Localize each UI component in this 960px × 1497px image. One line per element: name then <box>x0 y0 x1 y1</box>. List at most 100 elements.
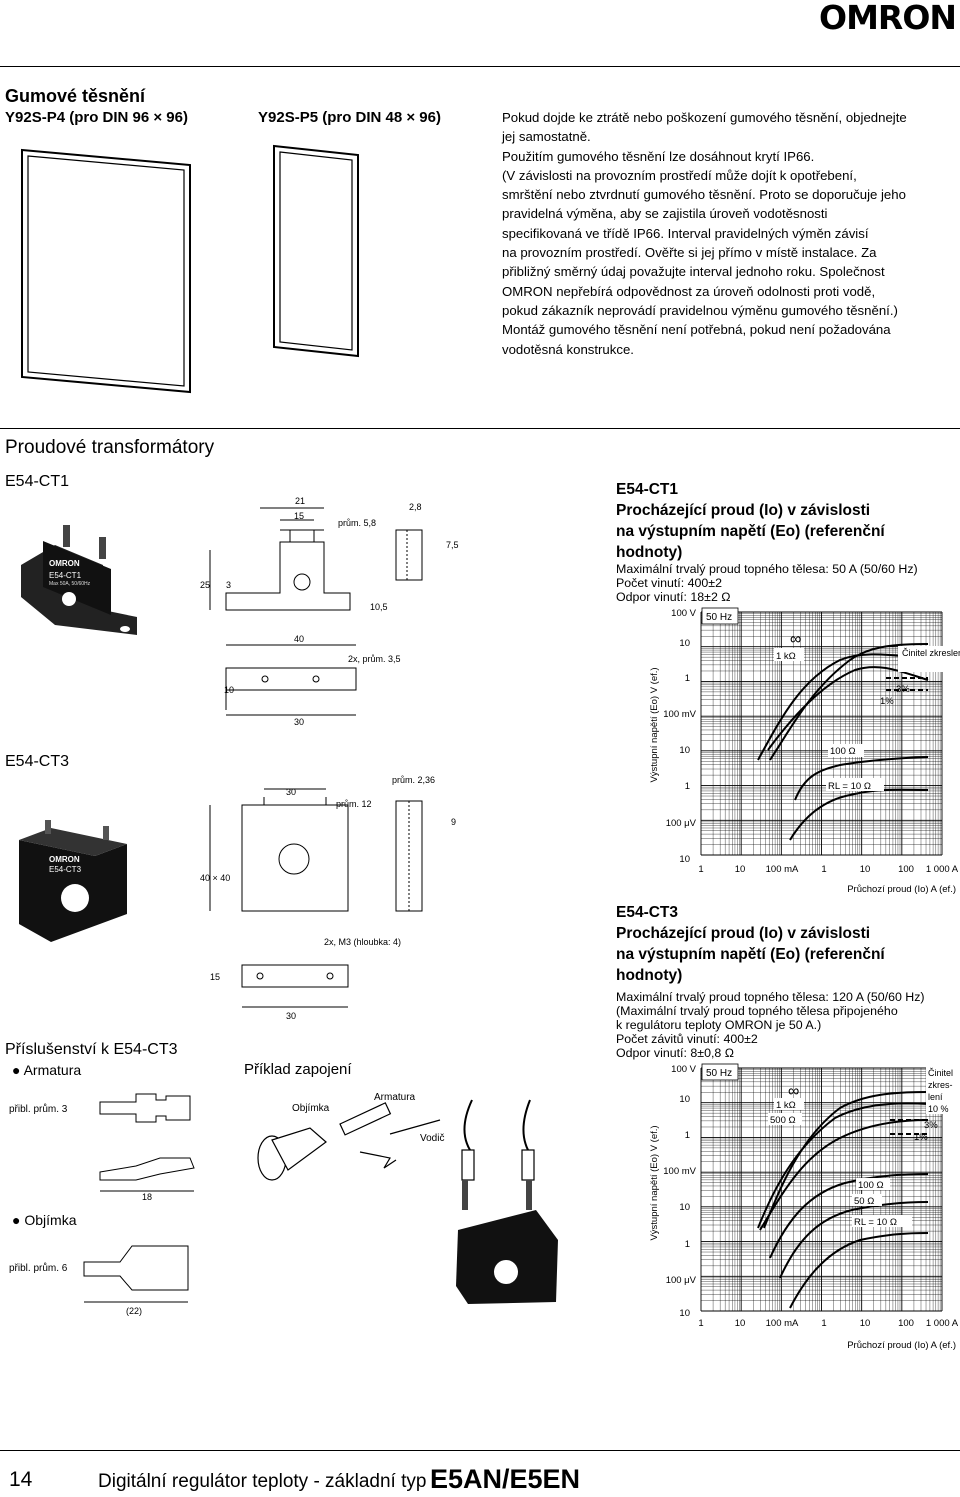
svg-text:100 μV: 100 μV <box>666 818 697 829</box>
gasket-drawings <box>21 144 359 394</box>
graph1-chart: Výstupní napětí (Eo) V (ef.) 100 V 10 1 … <box>649 607 960 895</box>
ct-divider <box>0 428 960 429</box>
svg-text:(22): (22) <box>126 1306 142 1316</box>
svg-text:100 V: 100 V <box>671 608 696 619</box>
svg-text:10: 10 <box>679 1202 690 1213</box>
svg-text:1: 1 <box>821 1318 826 1329</box>
svg-text:100 mA: 100 mA <box>766 1318 799 1329</box>
svg-text:10: 10 <box>679 854 690 865</box>
svg-text:OMRON: OMRON <box>49 559 80 568</box>
graph2-specs: Maximální trvalý proud topného tělesa: 1… <box>616 990 925 1060</box>
omron-logo: OMRON <box>819 0 957 37</box>
svg-text:15: 15 <box>210 972 220 982</box>
svg-text:30: 30 <box>286 1011 296 1021</box>
objimka-dia: přibl. prům. 6 <box>9 1263 68 1274</box>
svg-text:prům. 2,36: prům. 2,36 <box>392 775 435 785</box>
graph2-chart: Výstupní napětí (Eo) V (ef.) 100 V 10 1 … <box>649 1063 960 1351</box>
svg-text:∞: ∞ <box>788 1083 799 1100</box>
ct-title: Proudové transformátory <box>5 437 215 458</box>
svg-text:∞: ∞ <box>790 631 801 648</box>
svg-text:10: 10 <box>735 1318 746 1329</box>
accessories-title: Příslušenství k E54-CT3 <box>5 1041 178 1058</box>
top-divider <box>0 66 960 67</box>
wiring-title: Příklad zapojení <box>244 1061 352 1078</box>
svg-text:1: 1 <box>685 673 690 684</box>
gasket-paragraph: Pokud dojde ke ztrátě nebo poškození gum… <box>502 110 907 357</box>
svg-text:50 Hz: 50 Hz <box>706 1068 732 1079</box>
svg-text:15: 15 <box>294 511 304 521</box>
gasket-p5-label: Y92S-P5 (pro DIN 48 × 96) <box>258 109 441 126</box>
wiring-objimka-label: Objímka <box>292 1103 330 1114</box>
svg-text:RL = 10 Ω: RL = 10 Ω <box>854 1217 897 1228</box>
svg-text:Výstupní napětí (Eo) V (ef.): Výstupní napětí (Eo) V (ef.) <box>649 667 660 782</box>
svg-text:Činitel zkreslení 10 %: Činitel zkreslení 10 % <box>902 648 960 658</box>
svg-text:100: 100 <box>898 864 914 875</box>
armatura-drawing: 18 <box>99 1093 195 1202</box>
svg-text:1: 1 <box>698 864 703 875</box>
ct1-label: E54-CT1 <box>5 473 70 490</box>
svg-text:1 kΩ: 1 kΩ <box>776 1100 796 1111</box>
svg-text:21: 21 <box>295 496 305 506</box>
graph1-specs: Maximální trvalý proud topného tělesa: 5… <box>616 562 918 604</box>
ct1-product-image: OMRON E54-CT1 Max 50A, 50/60Hz <box>21 525 137 635</box>
svg-text:10 %: 10 % <box>928 1104 949 1114</box>
svg-text:RL = 10 Ω: RL = 10 Ω <box>828 781 871 792</box>
svg-text:100 μV: 100 μV <box>666 1275 697 1286</box>
svg-text:10: 10 <box>679 745 690 756</box>
footer-divider <box>0 1450 960 1451</box>
footer-text: Digitální regulátor teploty - základní t… <box>98 1471 427 1492</box>
svg-text:10: 10 <box>735 864 746 875</box>
svg-text:100: 100 <box>898 1318 914 1329</box>
svg-text:500 Ω: 500 Ω <box>770 1115 796 1126</box>
svg-text:100 mA: 100 mA <box>766 864 799 875</box>
armatura-dia: přibl. prům. 3 <box>9 1104 68 1115</box>
svg-text:3: 3 <box>226 580 231 590</box>
svg-text:prům. 12: prům. 12 <box>336 799 372 809</box>
svg-text:lení: lení <box>928 1092 943 1102</box>
svg-text:1: 1 <box>685 1130 690 1141</box>
objimka-bullet: ● Objímka <box>12 1212 77 1228</box>
svg-text:40 × 40: 40 × 40 <box>200 873 230 883</box>
svg-text:1 kΩ: 1 kΩ <box>776 651 796 662</box>
wiring-vodic-label: Vodič <box>420 1133 445 1144</box>
svg-text:50 Hz: 50 Hz <box>706 612 732 623</box>
svg-text:3%: 3% <box>896 684 910 695</box>
svg-text:100 mV: 100 mV <box>663 709 696 720</box>
svg-text:2,8: 2,8 <box>409 502 422 512</box>
svg-text:10: 10 <box>679 1094 690 1105</box>
armatura-bullet: ● Armatura <box>12 1062 82 1078</box>
page-number: 14 <box>9 1468 33 1491</box>
wiring-example-drawing <box>257 1099 558 1304</box>
svg-text:2x, prům. 3,5: 2x, prům. 3,5 <box>348 654 401 664</box>
svg-text:E54-CT1: E54-CT1 <box>49 571 82 580</box>
ct3-dimension-drawing: 30 prům. 2,36 prům. 12 9 40 × 40 2x, M3 … <box>200 775 456 1021</box>
svg-text:40: 40 <box>294 634 304 644</box>
svg-text:1: 1 <box>821 864 826 875</box>
svg-text:18: 18 <box>142 1192 152 1202</box>
gasket-p4-label: Y92S-P4 (pro DIN 96 × 96) <box>5 109 188 126</box>
svg-text:Průchozí proud (Io) A (ef.): Průchozí proud (Io) A (ef.) <box>847 884 956 895</box>
svg-text:2x, M3 (hloubka: 4): 2x, M3 (hloubka: 4) <box>324 937 401 947</box>
svg-text:1%: 1% <box>880 696 894 707</box>
ct1-dimension-drawing: 21 15 prům. 5,8 2,8 7,5 25 3 10,5 40 2x,… <box>200 496 459 727</box>
footer-model: E5AN/E5EN <box>430 1464 581 1494</box>
svg-text:1 000 A: 1 000 A <box>926 1318 959 1329</box>
svg-text:30: 30 <box>294 717 304 727</box>
svg-text:1: 1 <box>685 781 690 792</box>
svg-text:Činitel: Činitel <box>928 1068 953 1078</box>
gasket-title: Gumové těsnění <box>5 86 146 106</box>
svg-text:100 Ω: 100 Ω <box>858 1180 884 1191</box>
svg-text:30: 30 <box>286 787 296 797</box>
svg-text:25: 25 <box>200 580 210 590</box>
svg-text:7,5: 7,5 <box>446 540 459 550</box>
ct3-label: E54-CT3 <box>5 753 70 770</box>
svg-text:100 Ω: 100 Ω <box>830 746 856 757</box>
svg-text:1: 1 <box>685 1239 690 1250</box>
graph1-title: E54-CT1 Procházející proud (Io) v závisl… <box>616 481 885 561</box>
svg-text:3%: 3% <box>924 1120 938 1131</box>
svg-text:10: 10 <box>679 638 690 649</box>
svg-text:Výstupní napětí (Eo) V (ef.): Výstupní napětí (Eo) V (ef.) <box>649 1125 660 1240</box>
svg-text:10,5: 10,5 <box>370 602 388 612</box>
svg-text:10: 10 <box>224 685 234 695</box>
wiring-armatura-label: Armatura <box>374 1092 416 1103</box>
